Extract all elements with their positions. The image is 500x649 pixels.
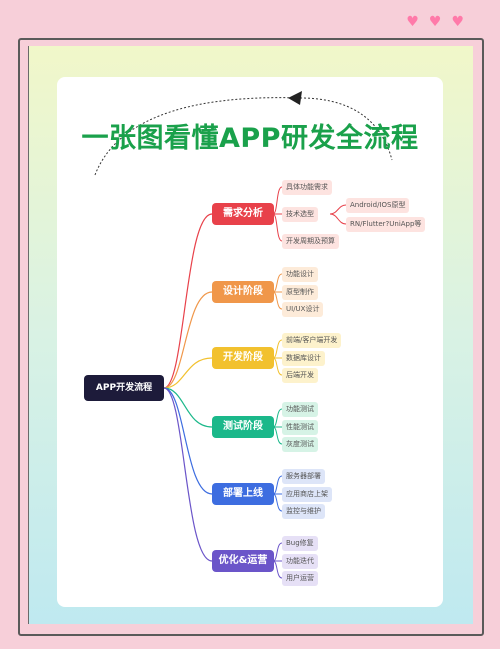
root-node: APP开发流程: [84, 375, 164, 401]
leaf-node: UI/UX设计: [282, 302, 324, 317]
content-card: [57, 77, 443, 607]
stage-development: 开发阶段: [212, 347, 274, 369]
picture-frame: [18, 38, 484, 636]
leaf-node: Bug修复: [282, 536, 318, 551]
leaf-node: 具体功能需求: [282, 180, 332, 195]
arrow-head-icon: [288, 91, 302, 105]
leaf-node: 数据库设计: [282, 351, 325, 366]
leaf-node: 后端开发: [282, 368, 318, 383]
leaf-node: 功能测试: [282, 402, 318, 417]
stage-testing: 测试阶段: [212, 416, 274, 438]
heart-icon: ♥: [428, 14, 442, 30]
stage-optimization: 优化&运营: [212, 550, 274, 572]
leaf-node: 监控与维护: [282, 504, 325, 519]
heart-icon: ♥: [406, 14, 419, 30]
leaf-node: 技术选型: [282, 207, 318, 222]
leaf-node: 服务器部署: [282, 469, 325, 484]
leaf-node: RN/Flutter?UniApp等: [346, 217, 426, 232]
leaf-node: Android/IOS原型: [346, 198, 410, 213]
leaf-node: 前端/客户端开发: [282, 333, 342, 348]
stage-design: 设计阶段: [212, 281, 274, 303]
stage-demand-analysis: 需求分析: [212, 203, 274, 225]
leaf-node: 原型制作: [282, 285, 318, 300]
leaf-node: 用户运营: [282, 571, 318, 586]
leaf-node: 开发周期及预算: [282, 234, 339, 249]
leaf-node: 功能设计: [282, 267, 318, 282]
page-title: 一张图看懂APP研发全流程: [81, 123, 419, 154]
hearts-decoration: ♥ ♥ ♥: [406, 15, 464, 29]
leaf-node: 性能测试: [282, 420, 318, 435]
stage-deployment: 部署上线: [212, 483, 274, 505]
leaf-node: 灰度测试: [282, 437, 318, 452]
leaf-node: 功能迭代: [282, 554, 318, 569]
leaf-node: 应用商店上架: [282, 487, 332, 502]
heart-icon: ♥: [451, 14, 464, 30]
